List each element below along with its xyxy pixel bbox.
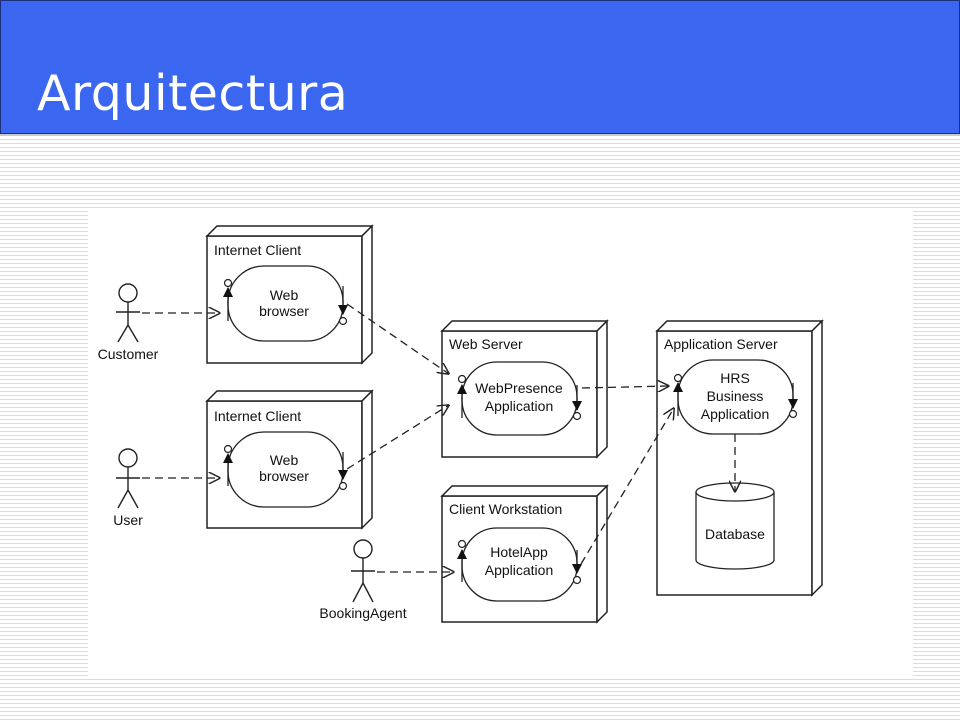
dependency-arrow xyxy=(580,408,674,565)
component-label: HRS xyxy=(720,370,750,386)
node-label: Internet Client xyxy=(214,242,301,258)
component-webpresence-application: WebPresence Application xyxy=(457,361,582,436)
component-label: Web xyxy=(270,452,299,468)
dependency-arrow xyxy=(581,386,669,388)
port-icon xyxy=(673,373,683,383)
port-icon xyxy=(572,575,582,585)
component-web-browser-1: Web browser xyxy=(223,265,348,342)
port-icon xyxy=(457,539,467,549)
port-icon xyxy=(338,316,348,326)
component-hrs-business-application: HRS Business Application xyxy=(673,359,798,435)
component-web-browser-2: Web browser xyxy=(223,431,348,508)
component-hotelapp-application: HotelApp Application xyxy=(457,527,582,602)
component-label: Web xyxy=(270,287,299,303)
component-label: Application xyxy=(701,406,770,422)
dependency-arrow xyxy=(346,405,449,470)
port-icon xyxy=(572,411,582,421)
port-icon xyxy=(788,409,798,419)
actor-user-icon xyxy=(116,448,140,509)
database-label: Database xyxy=(705,526,765,542)
component-label: Application xyxy=(485,562,554,578)
component-label: Business xyxy=(707,388,764,404)
component-label: Application xyxy=(485,398,554,414)
node-label: Internet Client xyxy=(214,408,301,424)
component-label: browser xyxy=(259,303,309,319)
actor-booking-agent-icon xyxy=(351,539,375,603)
component-label: WebPresence xyxy=(475,380,563,396)
actor-customer-label: Customer xyxy=(98,346,159,362)
actor-customer-icon xyxy=(116,283,140,343)
port-icon xyxy=(223,278,233,288)
title-bar: Arquitectura xyxy=(0,0,960,134)
node-label: Web Server xyxy=(449,336,523,352)
port-icon xyxy=(457,374,467,384)
port-icon xyxy=(338,481,348,491)
component-label: browser xyxy=(259,468,309,484)
database-icon: Database xyxy=(695,482,775,570)
node-label: Client Workstation xyxy=(449,501,562,517)
actor-booking-agent-label: BookingAgent xyxy=(319,605,406,621)
slide-title: Arquitectura xyxy=(37,65,349,122)
dependency-arrow xyxy=(346,303,449,374)
port-icon xyxy=(223,444,233,454)
actor-user-label: User xyxy=(113,512,143,528)
component-label: HotelApp xyxy=(490,544,548,560)
node-label: Application Server xyxy=(664,336,778,352)
title-divider xyxy=(0,134,960,136)
